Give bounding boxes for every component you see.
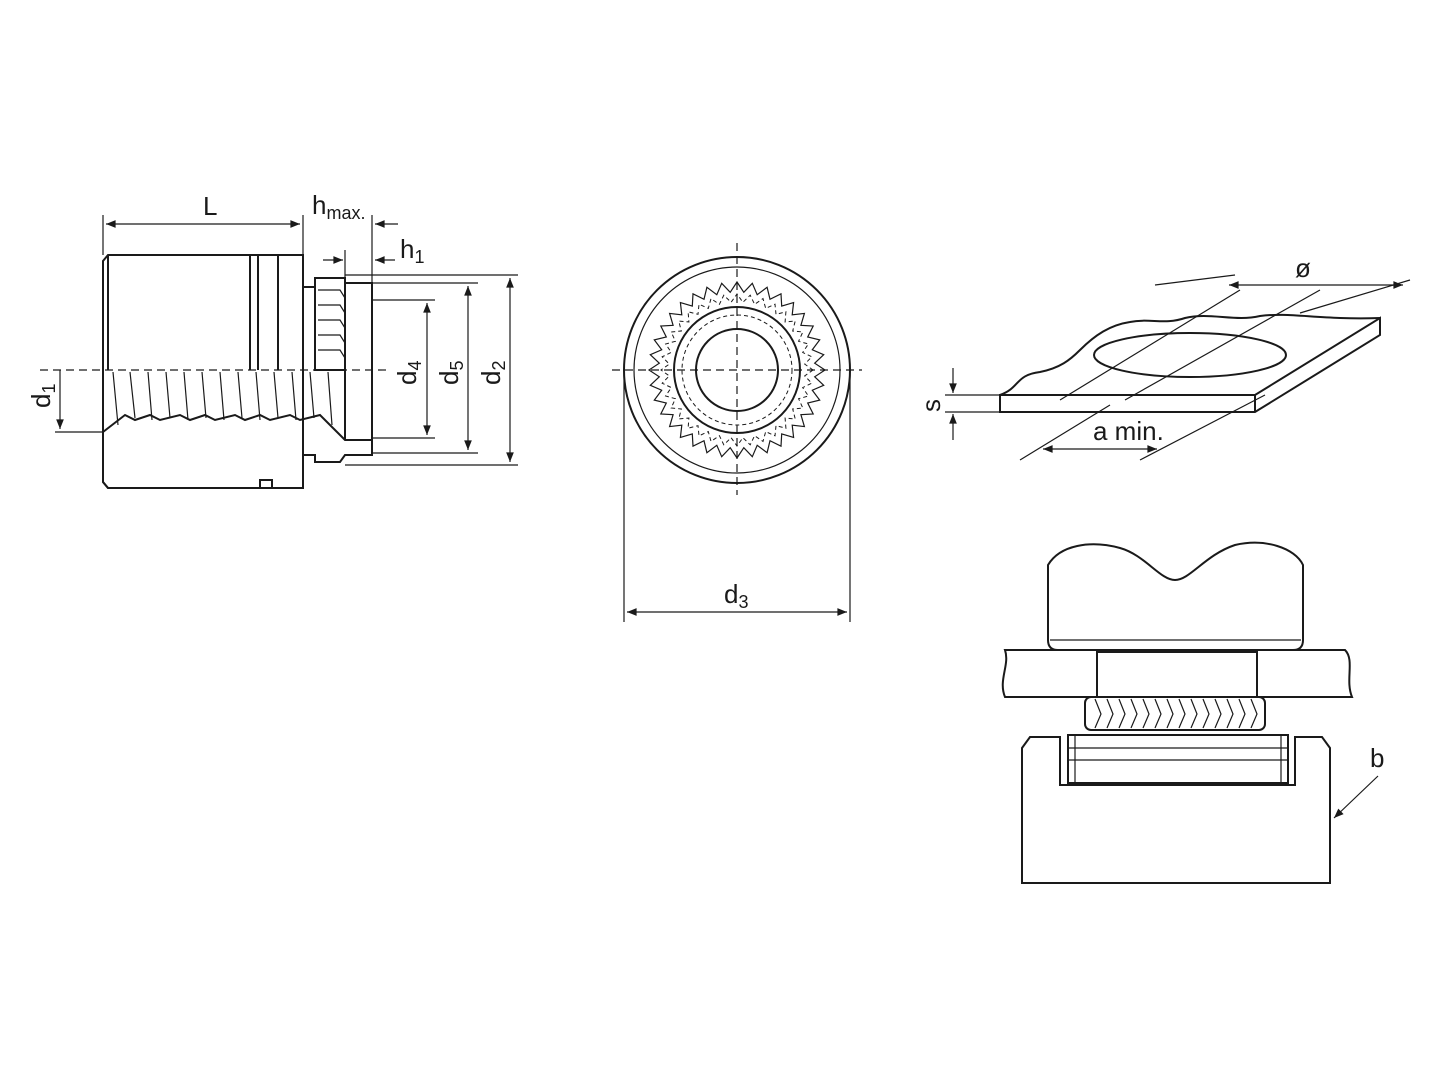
label-a-min: a min. [1093,416,1164,446]
label-h1: h1 [400,234,424,267]
sheet-break-edge [999,313,1381,396]
label-s: s [916,399,946,412]
serration [647,280,827,460]
label-d5: d5 [434,361,467,385]
front-view: d3 [612,243,862,622]
label-L: L [203,191,217,221]
knurl-lines [1094,698,1258,729]
arrow-b [1333,775,1379,819]
hatched-section [102,413,373,489]
hole [1093,332,1287,378]
insert-collar [1096,651,1258,698]
label-b: b [1370,743,1384,773]
sheet-hole-view: ø a min. s [916,253,1411,461]
insert-body-outline [102,254,304,489]
installation-view: b [1001,541,1384,884]
insert-knurl [1084,696,1266,731]
side-view: L hmax. h1 d4 d5 d2 d1 [26,190,518,489]
press-punch [1047,541,1304,651]
label-d2: d2 [476,361,509,385]
insert-shank [1067,734,1289,784]
sheet-section [1001,649,1354,698]
thread-lines [112,371,333,426]
label-d4: d4 [392,361,425,385]
label-diameter: ø [1295,253,1311,283]
serration-hidden [660,293,814,447]
label-h-max: hmax. [312,190,365,223]
label-d1: d1 [26,384,59,408]
base-block [1021,736,1331,884]
label-d3: d3 [724,579,748,612]
